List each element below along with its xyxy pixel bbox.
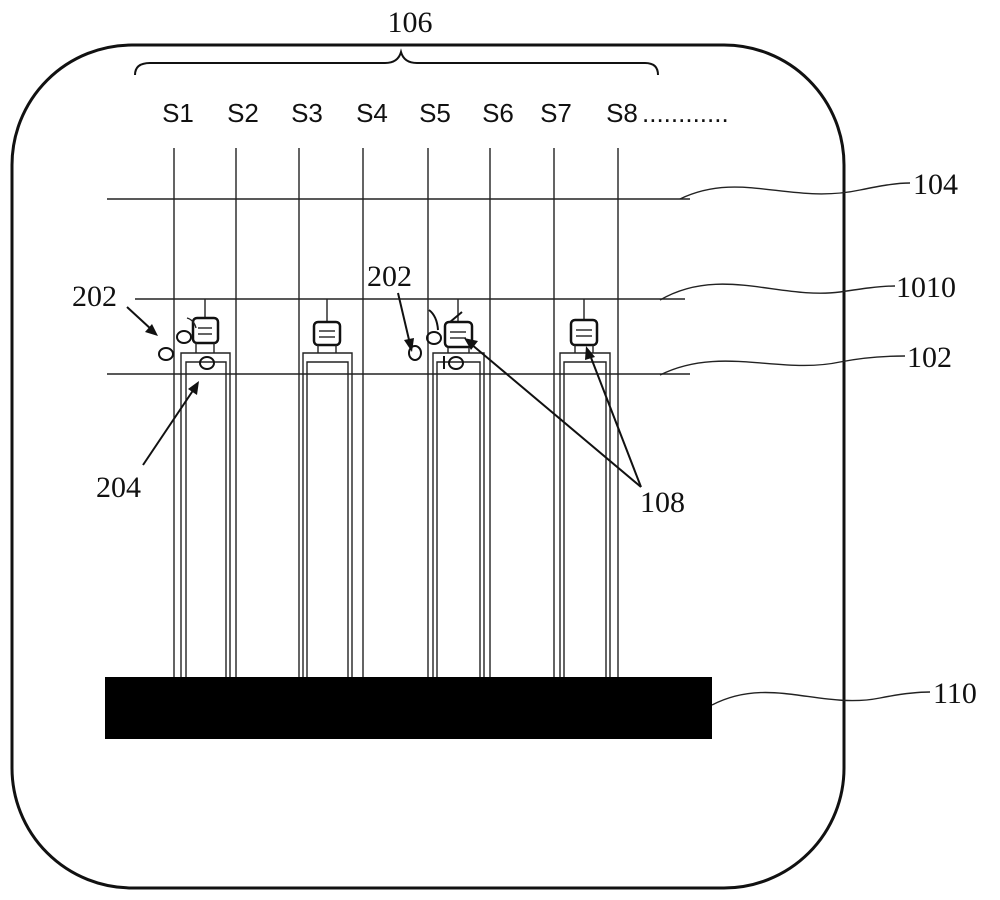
tft-1	[191, 299, 220, 353]
signal-label-s7: S7	[540, 98, 572, 128]
tft-4	[569, 299, 599, 353]
label-104: 104	[913, 168, 958, 201]
signal-label-s5: S5	[419, 98, 451, 128]
signal-label-s3: S3	[291, 98, 323, 128]
particles-mid	[408, 309, 464, 370]
signal-label-s8: S8	[606, 98, 638, 128]
label-106: 106	[388, 6, 433, 39]
signal-label-s6: S6	[482, 98, 514, 128]
signal-label-s1: S1	[162, 98, 194, 128]
label-1010: 1010	[896, 271, 956, 304]
scan-group-brace	[134, 48, 659, 76]
tft-3	[443, 299, 474, 353]
driver-bar-110	[105, 677, 712, 739]
label-204: 204	[96, 471, 141, 504]
label-108: 108	[640, 486, 685, 519]
stray-mark	[186, 317, 197, 329]
label-102: 102	[907, 341, 952, 374]
label-202-mid: 202	[367, 260, 412, 293]
panel-outline	[10, 43, 846, 890]
leader-102	[659, 355, 906, 376]
signal-continuation: ............	[642, 98, 729, 128]
leader-110	[711, 691, 931, 706]
signal-label-s4: S4	[356, 98, 388, 128]
leader-1010	[659, 283, 896, 301]
pixel-electrodes	[180, 352, 611, 680]
leader-104	[679, 182, 911, 200]
label-110: 110	[933, 677, 977, 710]
signal-lines	[173, 148, 619, 680]
signal-label-s2: S2	[227, 98, 259, 128]
particles-left	[158, 330, 215, 370]
tft-2	[312, 299, 342, 353]
arrow-202-left	[126, 306, 158, 336]
arrow-204	[142, 381, 199, 466]
arrow-202-mid	[397, 292, 414, 352]
label-202-left: 202	[72, 280, 117, 313]
arrows-108	[464, 338, 642, 488]
